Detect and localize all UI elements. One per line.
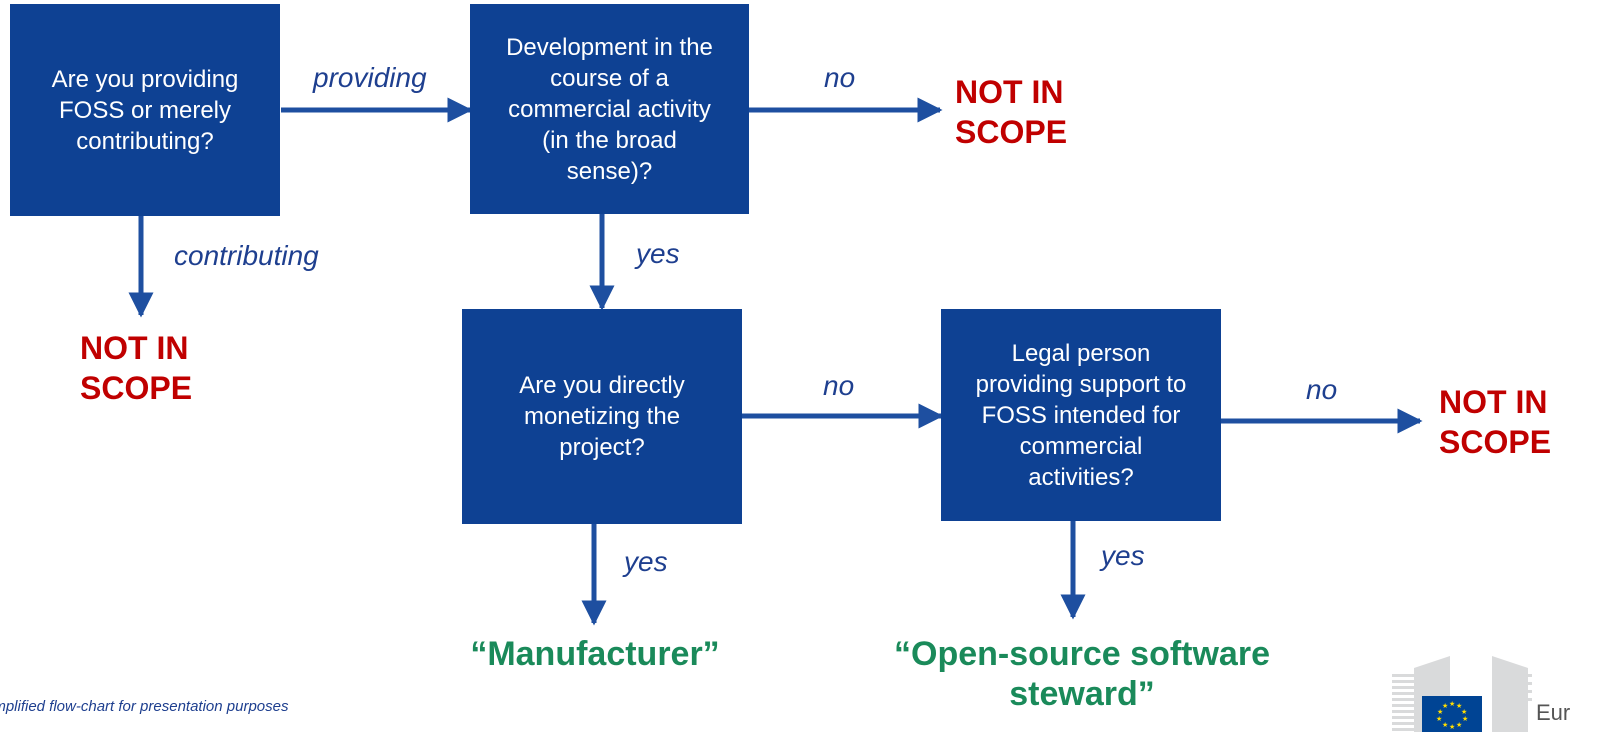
not-in-scope-line: NOT IN <box>955 74 1064 110</box>
label-contributing: contributing <box>174 240 319 271</box>
svg-text:★: ★ <box>1436 715 1442 723</box>
box-line: commercial <box>1019 432 1143 460</box>
outcome-steward: “Open-source software steward” <box>870 634 1294 714</box>
outcome-steward-line: steward” <box>1009 675 1155 713</box>
label-yes-q2: yes <box>636 238 680 269</box>
svg-text:★: ★ <box>1449 700 1455 708</box>
box-line: Are you providing <box>51 65 239 93</box>
box-line: Legal person <box>1011 339 1151 367</box>
label-providing: providing <box>313 62 427 93</box>
box-line: course of a <box>550 64 669 92</box>
svg-text:★: ★ <box>1456 702 1462 710</box>
box-line: activities? <box>1028 463 1134 491</box>
footnote: implified flow-chart for presentation pu… <box>0 698 289 715</box>
label-no-q2: no <box>824 62 856 93</box>
label-no-q3: no <box>823 370 855 401</box>
not-in-scope-left: NOT IN SCOPE <box>80 328 192 408</box>
label-yes-q3: yes <box>624 546 668 577</box>
not-in-scope-line: NOT IN <box>80 330 189 366</box>
not-in-scope-right: NOT IN SCOPE <box>1439 382 1551 462</box>
box-line: monetizing the <box>523 403 681 430</box>
box-line: (in the broad <box>542 126 677 154</box>
not-in-scope-line: SCOPE <box>80 370 193 406</box>
not-in-scope-line: NOT IN <box>1439 384 1548 420</box>
box-line: FOSS intended for <box>981 401 1181 429</box>
eu-commission-logo: ★★★ ★★ ★★ ★★★ <box>1392 656 1532 732</box>
svg-text:★: ★ <box>1456 721 1462 729</box>
decision-box-providing-or-contributing: Are you providing FOSS or merely contrib… <box>10 4 280 216</box>
svg-text:★: ★ <box>1461 708 1467 716</box>
box-line: Are you directly <box>519 372 685 399</box>
box-line: Development in the <box>506 33 713 61</box>
label-yes-q4: yes <box>1101 540 1145 571</box>
not-in-scope-top: NOT IN SCOPE <box>955 72 1067 152</box>
svg-text:★: ★ <box>1442 702 1448 710</box>
svg-text:★: ★ <box>1449 723 1455 731</box>
box-line: project? <box>559 434 645 461</box>
box-line: providing support to <box>975 370 1187 398</box>
decision-box-monetizing: Are you directly monetizing the project? <box>462 309 742 524</box>
outcome-manufacturer: “Manufacturer” <box>470 635 720 673</box>
not-in-scope-line: SCOPE <box>1439 424 1552 460</box>
svg-text:★: ★ <box>1462 715 1468 723</box>
label-no-q4: no <box>1306 374 1338 405</box>
logo-text: Eur <box>1536 700 1571 725</box>
svg-text:★: ★ <box>1442 721 1448 729</box>
box-line: sense)? <box>566 157 653 185</box>
decision-box-legal-person: Legal person providing support to FOSS i… <box>941 309 1221 521</box>
box-line: commercial activity <box>508 95 711 123</box>
outcome-steward-line: “Open-source software <box>894 635 1270 673</box>
svg-text:★: ★ <box>1437 708 1443 716</box>
decision-box-commercial-activity: Development in the course of a commercia… <box>470 4 749 214</box>
box-line: contributing? <box>76 127 214 155</box>
box-line: FOSS or merely <box>58 96 232 124</box>
not-in-scope-line: SCOPE <box>955 114 1068 150</box>
